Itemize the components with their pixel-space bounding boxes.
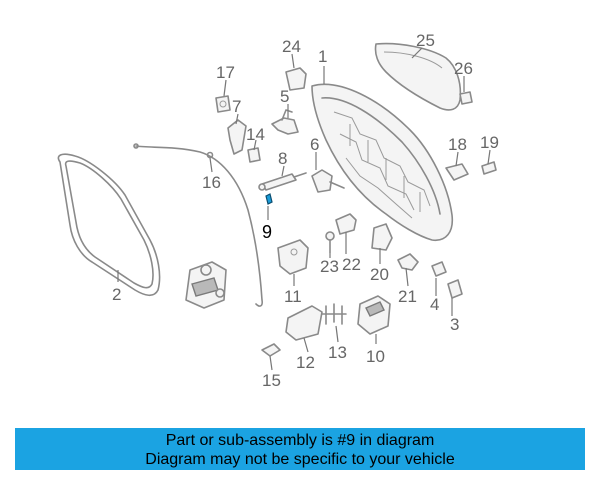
callout-25: 25 bbox=[416, 31, 435, 50]
part-11-lock[interactable] bbox=[277, 239, 309, 275]
info-banner: Part or sub-assembly is #9 in diagram Di… bbox=[15, 428, 585, 470]
part-latch-actuator[interactable] bbox=[185, 261, 227, 309]
part-22-striker[interactable] bbox=[335, 213, 357, 235]
banner-line-2: Diagram may not be specific to your vehi… bbox=[145, 451, 455, 468]
callout-22: 22 bbox=[342, 255, 361, 274]
callout-21: 21 bbox=[398, 287, 417, 306]
callout-6: 6 bbox=[310, 135, 319, 154]
part-7-bracket[interactable] bbox=[227, 119, 247, 155]
callout-8: 8 bbox=[278, 149, 287, 168]
part-2-weatherstrip[interactable] bbox=[57, 153, 161, 297]
part-3-plug[interactable] bbox=[447, 279, 463, 299]
callout-labels: 1 2 3 4 5 6 7 8 9 10 11 12 13 14 15 16 1… bbox=[112, 31, 499, 390]
callout-9: 9 bbox=[262, 222, 272, 242]
callout-3: 3 bbox=[450, 315, 459, 334]
callout-14: 14 bbox=[246, 125, 265, 144]
part-9-clip[interactable] bbox=[265, 193, 273, 205]
part-1-liftgate[interactable] bbox=[311, 83, 454, 241]
callout-13: 13 bbox=[328, 343, 347, 362]
callout-4: 4 bbox=[430, 295, 439, 314]
part-21-bracket[interactable] bbox=[397, 253, 419, 271]
part-25-glass[interactable] bbox=[374, 42, 462, 111]
callout-2: 2 bbox=[112, 285, 121, 304]
part-12-cover[interactable] bbox=[285, 305, 323, 341]
part-16-cable[interactable] bbox=[133, 143, 263, 307]
callout-7: 7 bbox=[232, 97, 241, 116]
part-14-bumper[interactable] bbox=[247, 147, 261, 163]
callout-11: 11 bbox=[284, 287, 302, 306]
callout-15: 15 bbox=[262, 371, 281, 390]
part-19-cap[interactable] bbox=[481, 161, 497, 175]
part-15-clip[interactable] bbox=[261, 343, 281, 357]
leader-lines bbox=[117, 47, 491, 371]
parts-diagram: 1 2 3 4 5 6 7 8 9 10 11 12 13 14 15 16 1… bbox=[57, 31, 499, 390]
part-5-hinge[interactable] bbox=[271, 109, 299, 135]
part-24-hinge-cover[interactable] bbox=[285, 67, 307, 91]
callout-17: 17 bbox=[216, 63, 235, 82]
callout-23: 23 bbox=[320, 257, 339, 276]
part-23-bolt[interactable] bbox=[325, 231, 335, 253]
callout-24: 24 bbox=[282, 37, 301, 56]
part-20-guide[interactable] bbox=[371, 223, 393, 251]
callout-1: 1 bbox=[318, 47, 327, 66]
part-10-motor[interactable] bbox=[357, 295, 391, 335]
part-18-handle[interactable] bbox=[445, 163, 469, 181]
part-26-pad[interactable] bbox=[459, 91, 473, 105]
callout-20: 20 bbox=[370, 265, 389, 284]
part-8-lift-strut[interactable] bbox=[258, 172, 307, 191]
callout-19: 19 bbox=[480, 133, 499, 152]
callout-16: 16 bbox=[202, 173, 221, 192]
part-6-bracket[interactable] bbox=[311, 169, 345, 193]
callout-18: 18 bbox=[448, 135, 467, 154]
banner-line-1: Part or sub-assembly is #9 in diagram bbox=[165, 432, 435, 449]
callout-10: 10 bbox=[366, 347, 385, 366]
callout-12: 12 bbox=[296, 353, 315, 372]
part-17-clip[interactable] bbox=[215, 95, 231, 113]
part-13-fasteners[interactable] bbox=[321, 303, 347, 325]
callout-26: 26 bbox=[454, 59, 473, 78]
part-4-clip[interactable] bbox=[431, 261, 447, 277]
callout-5: 5 bbox=[280, 87, 289, 106]
